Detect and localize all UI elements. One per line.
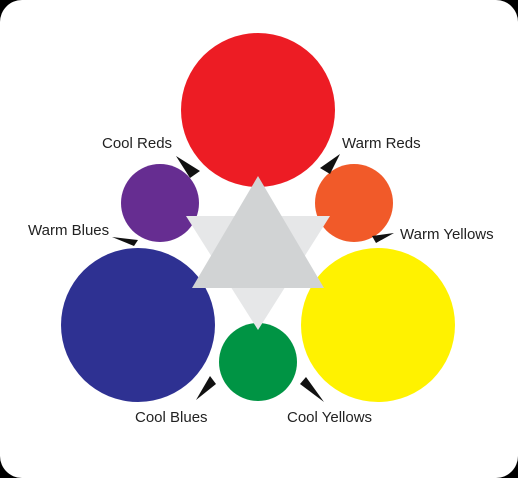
pointer-warm-reds bbox=[320, 154, 340, 174]
label-cool-blues: Cool Blues bbox=[135, 409, 208, 426]
label-cool-reds: Cool Reds bbox=[102, 135, 172, 152]
blue-circle bbox=[61, 248, 215, 402]
red-circle bbox=[181, 33, 335, 187]
orange-circle bbox=[315, 164, 393, 242]
yellow-circle bbox=[301, 248, 455, 402]
pointer-cool-reds bbox=[176, 156, 200, 178]
pointer-cool-yellows bbox=[300, 377, 324, 402]
label-cool-yellows: Cool Yellows bbox=[287, 409, 372, 426]
pointer-warm-yellows bbox=[372, 233, 394, 243]
purple-circle bbox=[121, 164, 199, 242]
label-warm-reds: Warm Reds bbox=[342, 135, 421, 152]
pointer-cool-blues bbox=[196, 376, 216, 400]
upright-triangle bbox=[192, 176, 324, 288]
pointer-warm-blues bbox=[112, 237, 138, 246]
label-warm-yellows: Warm Yellows bbox=[400, 226, 494, 243]
label-warm-blues: Warm Blues bbox=[28, 222, 109, 239]
green-circle bbox=[219, 323, 297, 401]
